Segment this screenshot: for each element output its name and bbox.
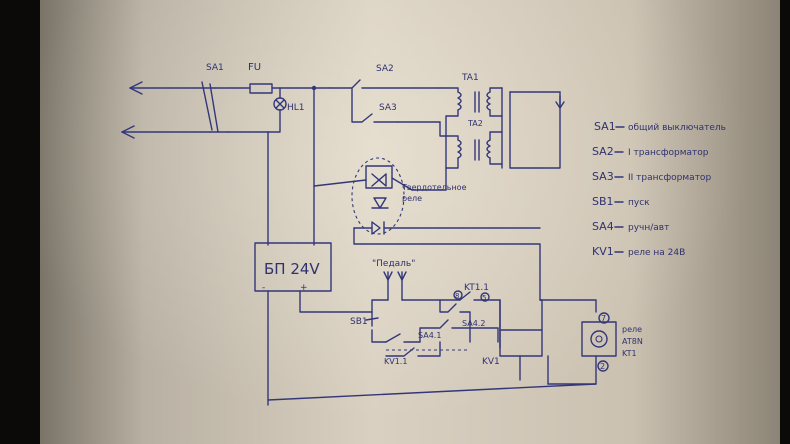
label-ta2: TA2: [467, 119, 483, 128]
label-psu-plus: +: [300, 283, 308, 293]
sa1-switch: [201, 81, 269, 133]
label-kv1-1: KV1.1: [384, 357, 407, 366]
psu-24v: [254, 242, 373, 401]
label-ta1: TA1: [461, 73, 479, 83]
label-ssr-line2: реле: [402, 194, 422, 203]
label-pedal: "Педаль": [372, 259, 415, 269]
legend-code: SA1: [594, 120, 616, 133]
legend-desc: общий выключатель: [628, 123, 726, 133]
label-fu: FU: [248, 62, 261, 73]
fuse-fu: [249, 83, 331, 94]
paper-sheet: [40, 0, 780, 444]
label-sa1: SA1: [206, 63, 224, 73]
legend-desc: пуск: [628, 198, 650, 208]
transformers: [411, 87, 565, 191]
label-sa3: SA3: [379, 103, 397, 113]
label-timer-line1: реле: [622, 325, 642, 334]
legend-code: SA4: [592, 220, 614, 233]
legend-desc: II трансформатор: [628, 173, 711, 183]
label-pin-2: 2: [600, 362, 605, 371]
label-sa2: SA2: [376, 64, 394, 74]
label-hl1: HL1: [287, 103, 305, 113]
legend-desc: ручн/авт: [628, 223, 669, 233]
label-timer-line2: AT8N: [622, 337, 643, 346]
label-pin-8: 8: [455, 292, 459, 300]
label-ssr-line1: Твердотельное: [401, 183, 467, 192]
mains-input-arrows: [121, 81, 216, 139]
legend-code: SA3: [592, 170, 614, 183]
control-circuit: [267, 227, 617, 406]
lamp-hl1: [267, 87, 287, 133]
legend-desc: I трансформатор: [628, 148, 709, 158]
label-sb1: SB1: [350, 317, 368, 327]
legend-desc: реле на 24В: [628, 248, 685, 258]
legend-code: SB1: [592, 195, 614, 208]
label-sa4-2: SA4.2: [462, 319, 485, 328]
label-pin-7: 7: [601, 314, 606, 323]
legend-code: KV1: [592, 245, 614, 258]
label-kv1: KV1: [482, 357, 500, 367]
label-sa4-1: SA4.1: [418, 331, 441, 340]
legend-code: SA2: [592, 145, 614, 158]
label-timer-line3: KT1: [622, 349, 637, 358]
legend: SA1 общий выключатель SA2 I трансформато…: [592, 120, 726, 258]
solid-state-relay: [313, 157, 541, 235]
label-pin-5: 5: [482, 294, 486, 302]
label-kt1-1: KT1.1: [464, 283, 489, 293]
label-psu: БП 24V: [264, 260, 320, 278]
sa2-sa3-switches: [329, 79, 441, 123]
label-psu-minus: -: [262, 283, 265, 293]
